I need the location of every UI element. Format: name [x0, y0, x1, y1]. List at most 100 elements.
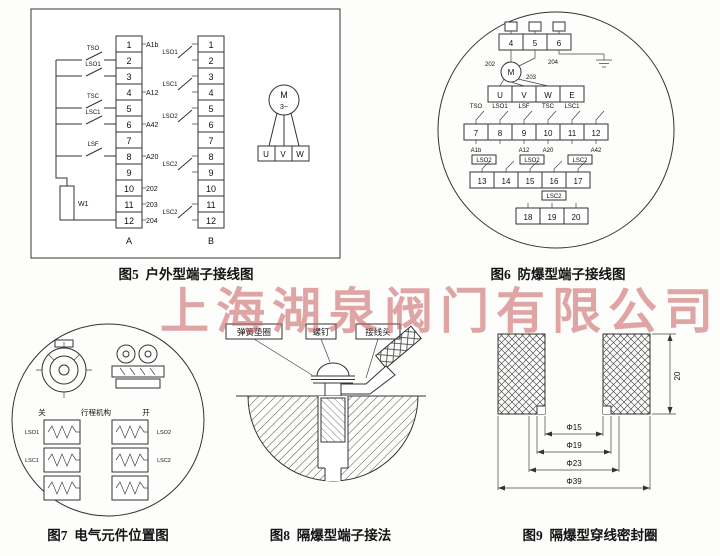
strip-b-label: B	[208, 236, 214, 246]
terminal: 18	[524, 213, 533, 222]
terminal-b: 5	[208, 104, 213, 114]
switch-label: LSO1	[162, 50, 178, 56]
switch-label: LSC1	[85, 110, 101, 116]
dim-phi19: Φ19	[566, 441, 582, 450]
terminal: 19	[548, 213, 557, 222]
terminal-a: 4	[126, 88, 131, 98]
switch-label: LSC2	[162, 210, 178, 216]
insulating-gland	[320, 397, 346, 443]
wire-label: A12	[146, 90, 159, 97]
dim-phi15: Φ15	[566, 423, 582, 432]
terminal: 4	[509, 39, 514, 48]
switch-label: LSO2	[524, 158, 540, 164]
fig8-caption: 图8 隔爆型端子接法	[269, 528, 392, 543]
wire-number: 202	[485, 62, 496, 68]
switch-label: LSC2	[157, 458, 171, 464]
screw-head	[316, 362, 350, 377]
fig6-caption: 图6 防爆型端子接线图	[490, 267, 626, 282]
switch-label: LSF	[87, 142, 98, 148]
fig6-terminals-row2: 13 14 15 16 17	[469, 171, 591, 189]
cam-label: A42	[591, 148, 602, 154]
fig5-caption: 图5 户外型端子接线图	[118, 267, 254, 282]
terminal-b: 9	[208, 168, 213, 178]
cam-label: A12	[519, 148, 530, 154]
figure-7: 关 行程机构 开 LSO1 LSC1 LSO2 LSC2	[8, 318, 208, 523]
fig5-terminal-strip-b: 1 2 3 4 5 6 7 8 9 10 11 12 B	[197, 35, 225, 246]
terminal-a: 2	[126, 56, 131, 66]
fig8-flameproof-body	[236, 395, 426, 482]
switch-label: LSO1	[25, 430, 39, 436]
switch-label: LSC1	[25, 458, 39, 464]
wire-number: 203	[526, 75, 537, 81]
switch-label: LSO1	[492, 104, 508, 110]
fig6-cam-band: A1b A12 A20 A42 LSO2 LSO2 LSC2	[471, 140, 602, 172]
fig8-terminal-assembly	[311, 325, 422, 399]
terminal: 8	[498, 129, 503, 138]
resistor-label: W1	[78, 201, 89, 208]
motor-phase: 3~	[280, 104, 288, 111]
switch-label: LSC2	[572, 158, 588, 164]
terminal: E	[569, 91, 574, 100]
fig7-microswitch-stacks: LSO1 LSC1 LSO2 LSC2	[25, 419, 171, 501]
terminal-b: 10	[206, 184, 216, 194]
wire-label: 204	[146, 218, 158, 225]
fig6-border-circle	[437, 11, 675, 249]
fig9-dimensions: Φ15 Φ19 Φ23 Φ39 20	[497, 333, 682, 491]
terminal-b: 11	[206, 200, 215, 210]
terminal-a: 6	[126, 120, 131, 130]
fig9-ring-section	[497, 333, 651, 415]
terminal: 11	[568, 129, 577, 138]
terminal-a: 9	[126, 168, 131, 178]
terminal-a: 11	[124, 200, 133, 210]
ground-icon	[596, 59, 612, 68]
terminal-a: 7	[126, 136, 131, 146]
terminal-b: 4	[208, 88, 213, 98]
motor-terminal: U	[263, 150, 269, 159]
switch-label: LSC2	[162, 162, 178, 168]
terminal-b: 8	[208, 152, 213, 162]
fig8-drawing: 弹簧垫圈 螺钉 接线头	[225, 323, 426, 482]
fig6-terminals-row1: 7 8 9 10 11 12	[463, 123, 609, 141]
screw-label: 螺钉	[312, 327, 330, 337]
motor-letter: M	[280, 90, 288, 100]
switch-label: LSO1	[85, 62, 101, 68]
figure-8: 弹簧垫圈 螺钉 接线头	[218, 318, 443, 523]
wire-label: A20	[146, 154, 159, 161]
wire-label: 202	[146, 186, 158, 193]
strip-a-label: A	[126, 236, 132, 246]
terminal-a: 3	[126, 72, 131, 82]
close-label: 关	[38, 407, 46, 417]
wire-label: A1b	[146, 42, 159, 49]
terminal: 17	[574, 177, 583, 186]
switch-label: LSF	[518, 104, 529, 110]
open-label: 开	[142, 408, 150, 417]
fig5-motor: M 3~ U V W	[257, 84, 310, 162]
motor-terminal: V	[280, 150, 286, 159]
terminal: 5	[533, 39, 538, 48]
wire-lug-label: 接线头	[365, 327, 391, 337]
terminal: W	[544, 91, 552, 100]
fig6-phase-terminals: U V W E	[487, 85, 585, 103]
wire-label: A42	[146, 122, 159, 129]
spring-washer	[311, 375, 355, 384]
fig5-right-wire-labels: A1b A12 A42 A20 202 203 204	[142, 42, 159, 225]
terminal-b: 6	[208, 120, 213, 130]
figure-9: Φ15 Φ19 Φ23 Φ39 20	[470, 318, 710, 523]
fig7-mechanism-labels: 关 行程机构 开	[38, 407, 150, 417]
terminal: 10	[544, 129, 553, 138]
fig8-part-labels: 弹簧垫圈 螺钉 接线头	[225, 323, 401, 379]
fig7-drawing: 关 行程机构 开 LSO1 LSC1 LSO2 LSC2	[11, 323, 205, 517]
switch-label: LSO2	[476, 158, 492, 164]
terminal: 16	[550, 177, 559, 186]
terminal: 14	[502, 177, 511, 186]
fig6-drawing: 4 5 6 M 202 203 204 U V W E	[437, 11, 675, 249]
terminal-b: 1	[208, 40, 213, 50]
fig5-border	[30, 8, 341, 259]
switch-label: LSC1	[162, 82, 178, 88]
terminal: 13	[478, 177, 487, 186]
wire-label: 203	[146, 202, 158, 209]
cable	[375, 325, 422, 369]
dim-phi23: Φ23	[566, 459, 582, 468]
fig5-switches-b: LSO1 LSC1 LSO2 LSC2 LSC2	[162, 43, 198, 221]
dim-phi39: Φ39	[566, 477, 582, 486]
